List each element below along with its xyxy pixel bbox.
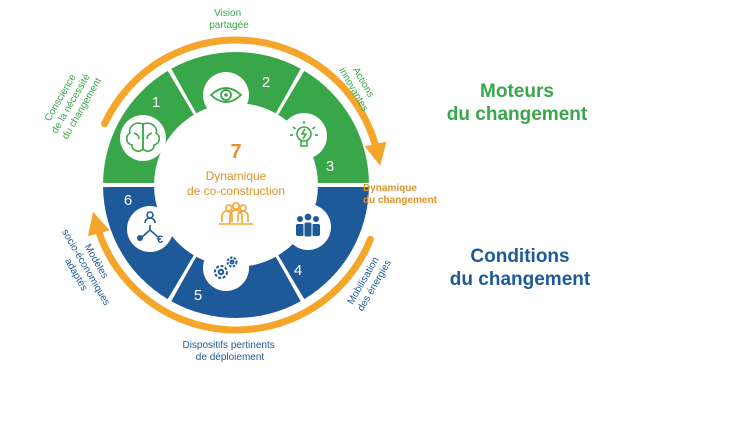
segment-number-6: 6 xyxy=(124,192,132,209)
team-icon xyxy=(219,202,253,225)
gears-icon xyxy=(203,245,249,291)
label-segment-1: Conscience de la nécessité du changement xyxy=(39,64,104,142)
label-segment-2: Vision partagée xyxy=(209,8,249,31)
segment-number-5: 5 xyxy=(194,287,202,304)
label-segment-4: Mobilisation des énergies xyxy=(345,252,394,313)
center-number: 7 xyxy=(230,141,241,163)
upper-cycle-arrow xyxy=(101,36,387,166)
motors-title: Moteurs du changement xyxy=(432,80,602,126)
conditions-line1: Conditions xyxy=(470,246,570,267)
center-circle xyxy=(154,103,318,267)
conditions-title: Conditions du changement xyxy=(420,245,620,291)
brain-icon xyxy=(120,115,166,161)
lightbulb-icon xyxy=(281,113,327,159)
segment-number-1: 1 xyxy=(152,94,160,111)
network-euro-icon: € xyxy=(127,206,173,252)
segment-number-3: 3 xyxy=(326,158,334,175)
eye-icon xyxy=(203,72,249,118)
label-segment-6: Modèles socio-économiques adaptés xyxy=(49,221,124,316)
segment-number-4: 4 xyxy=(294,262,302,279)
center-label-line2: de co-construction xyxy=(187,184,285,198)
motors-line2: du changement xyxy=(446,104,588,125)
group-icon xyxy=(285,204,331,250)
dynamic-label: Dynamique du changement xyxy=(363,183,438,206)
conditions-line2: du changement xyxy=(449,269,591,290)
label-segment-5: Dispositifs pertinents de déploiement xyxy=(182,340,277,363)
lower-cycle-arrow xyxy=(88,211,374,334)
euro-glyph: € xyxy=(157,234,163,246)
motors-line1: Moteurs xyxy=(480,81,554,102)
center-label-line1: Dynamique xyxy=(206,169,267,183)
segment-number-2: 2 xyxy=(262,74,270,91)
